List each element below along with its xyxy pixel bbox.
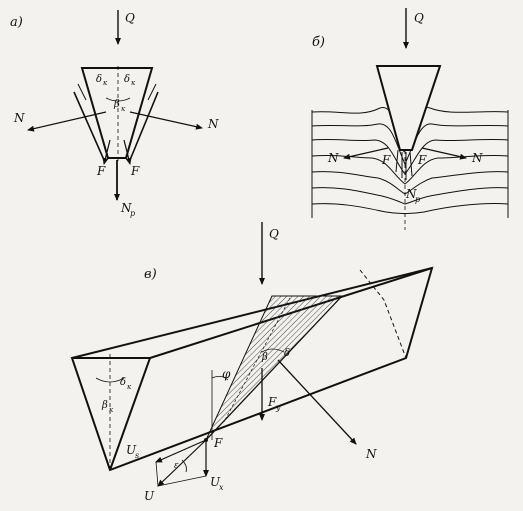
normal-arrow [277, 359, 357, 445]
knife-wedge [80, 67, 154, 159]
normal-arrow-left [27, 111, 107, 132]
normal-right-label: N [471, 151, 483, 165]
panel-c: в) Q δ к β к φ δ β F y N [70, 222, 434, 503]
knife-wedge [375, 65, 442, 151]
friction-left-label: F [381, 153, 391, 167]
velocity-x-sub: x [219, 483, 224, 492]
velocity-s-sub: s [135, 451, 139, 460]
delta-main-label: δ [120, 377, 126, 388]
friction-label: F [213, 436, 223, 450]
resultant-sub: p [130, 209, 135, 218]
cut-fibres [395, 149, 413, 180]
delta-right-sub: к [131, 79, 136, 87]
panel-b: б) Q N N F F N p [311, 8, 509, 230]
friction-right-label: F [417, 153, 427, 167]
beta-label: β [113, 99, 120, 110]
delta-left-sub: к [103, 79, 108, 87]
epsilon-arc [181, 459, 187, 473]
velocity-label: U [144, 489, 155, 503]
beta-arc [105, 97, 131, 102]
beta-label: β [101, 400, 108, 411]
friction-y-label: F [267, 395, 277, 409]
phi-arc [211, 376, 229, 381]
friction-arrow-left [102, 139, 111, 165]
beta-face-label: β [261, 352, 268, 363]
beta-sub: к [109, 406, 114, 414]
normal-arrow-right [129, 111, 203, 130]
normal-arrow-left [343, 147, 389, 160]
delta-face-label: δ [284, 348, 290, 359]
normal-left-label: N [327, 151, 339, 165]
material-edge-left [73, 91, 105, 161]
normal-arrow-right [421, 147, 467, 160]
velocity-s-arrow [155, 439, 207, 463]
panel-b-label: б) [312, 35, 325, 50]
normal-left-label: N [13, 111, 25, 125]
load-label: Q [414, 11, 424, 25]
phi-label: φ [222, 367, 231, 381]
panel-c-label: в) [144, 267, 157, 282]
velocity-arrow [157, 439, 207, 487]
friction-y-sub: y [275, 403, 281, 412]
panel-a-label: а) [10, 15, 23, 30]
beta-arc [95, 377, 125, 383]
resultant-sub: p [415, 195, 420, 204]
friction-left-label: F [96, 164, 106, 178]
delta-right-label: δ [124, 74, 130, 85]
resultant-label: N [120, 201, 132, 215]
load-label: Q [269, 227, 279, 241]
panel-a: а) Q δ к δ к β к N N F F N p [10, 10, 219, 218]
resultant-label: N [405, 187, 417, 201]
load-label: Q [125, 11, 135, 25]
knife-hidden-section [359, 269, 407, 359]
friction-right-label: F [130, 164, 140, 178]
normal-label: N [365, 447, 377, 461]
normal-right-label: N [207, 117, 219, 131]
friction-arrow-right [123, 139, 132, 165]
velocity-s-label: U [126, 443, 137, 457]
delta-main-sub: к [127, 383, 132, 391]
beta-sub: к [121, 105, 126, 113]
epsilon-label: ε [174, 461, 179, 471]
material-edge-right [129, 91, 159, 161]
velocity-x-label: U [210, 475, 221, 489]
delta-left-label: δ [96, 74, 102, 85]
